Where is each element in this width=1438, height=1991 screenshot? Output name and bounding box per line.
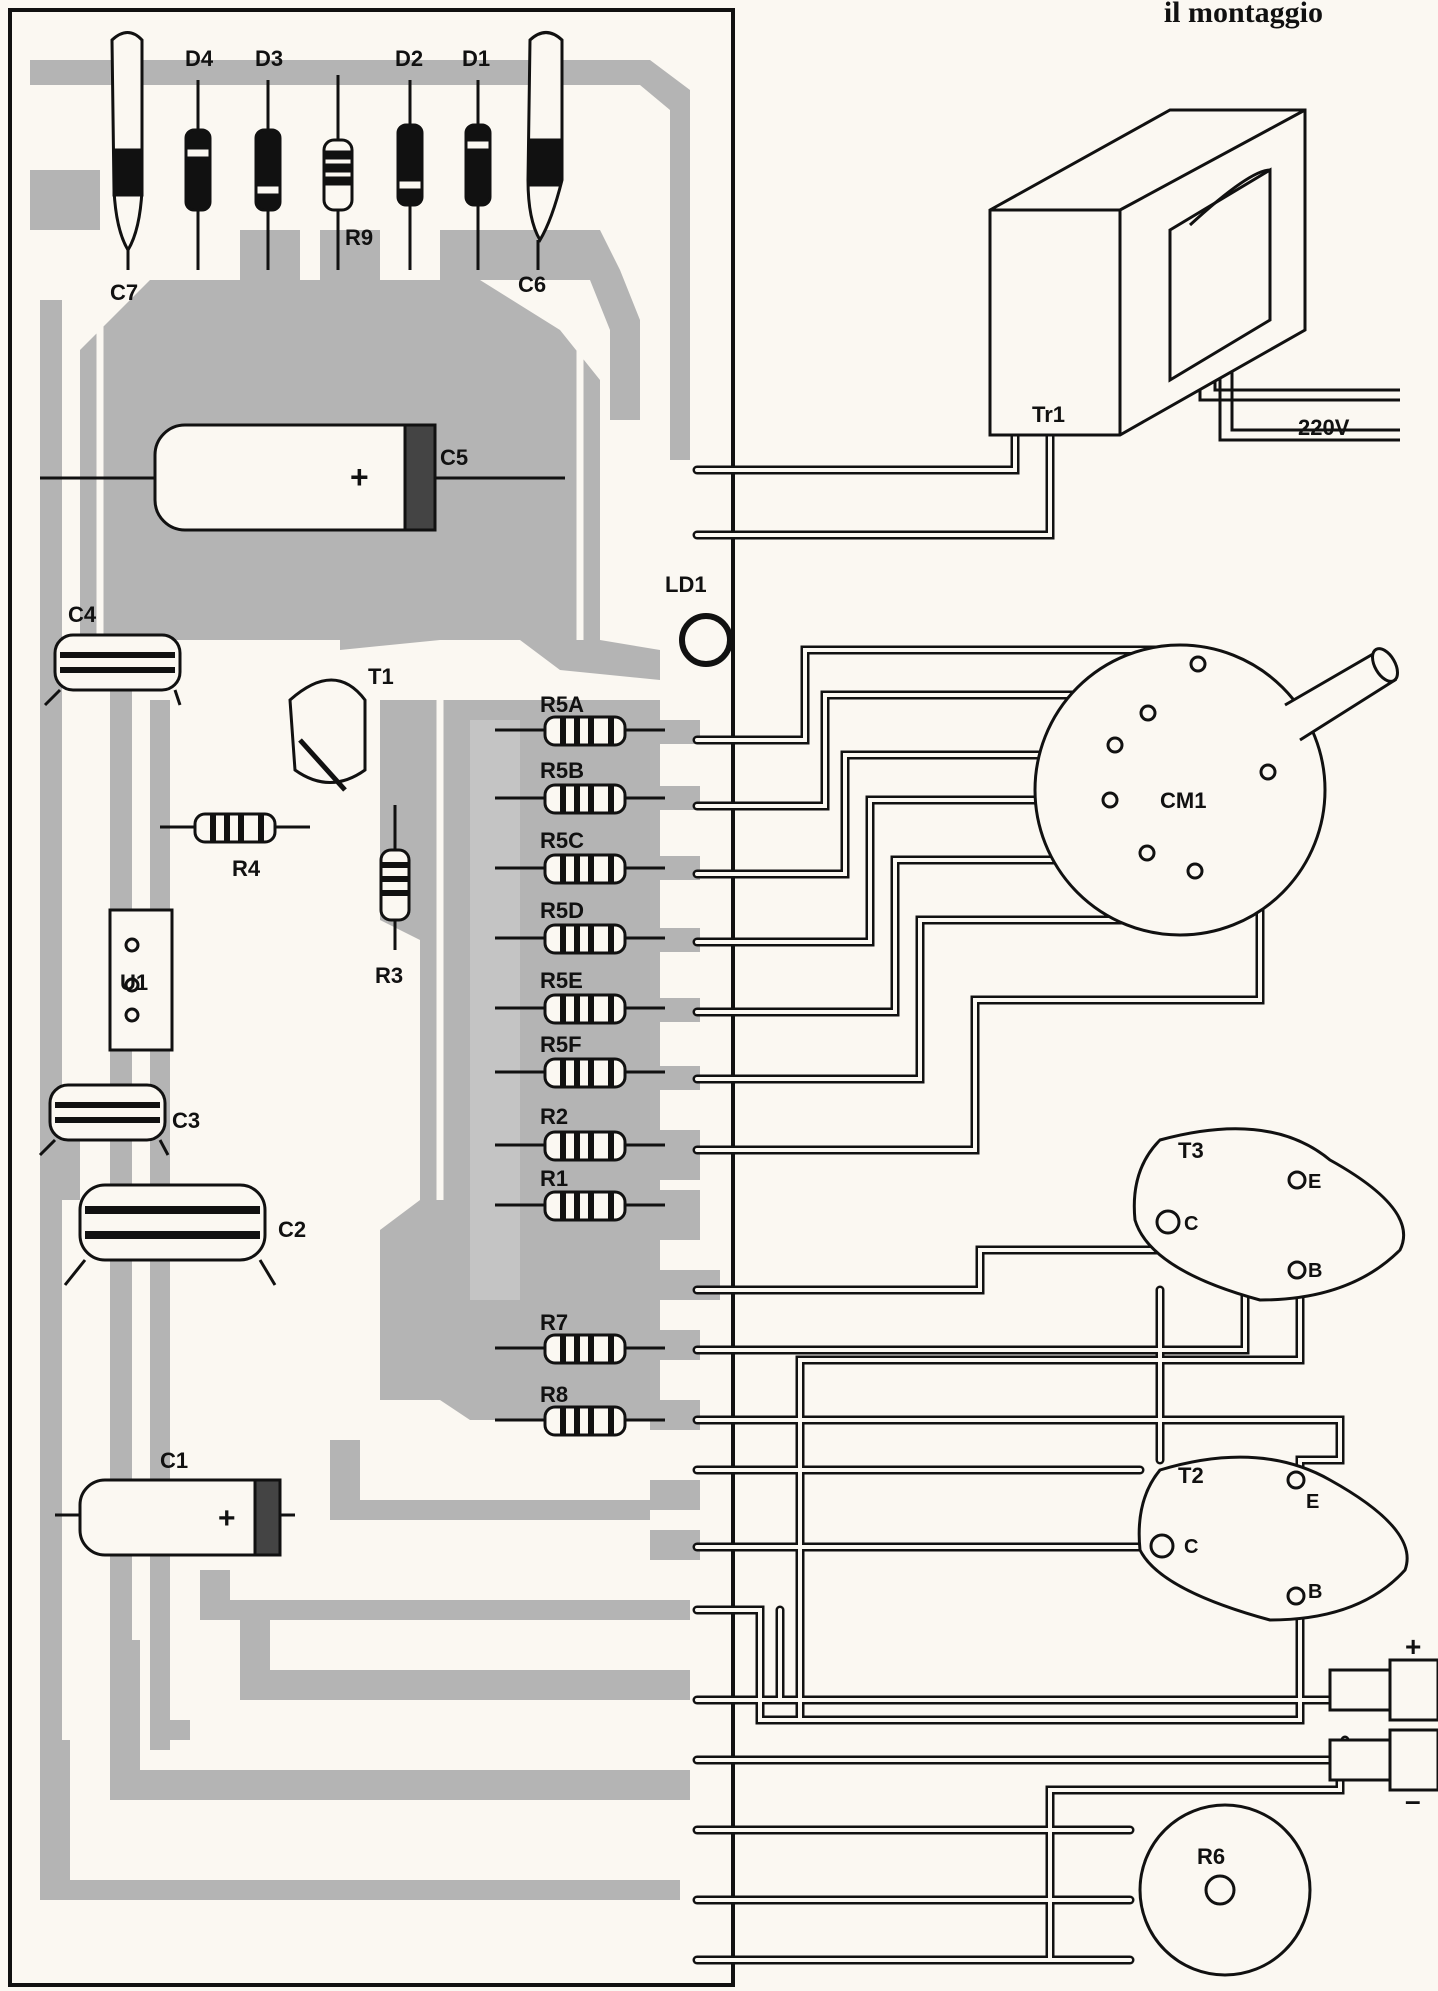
label-r1: R1 <box>540 1166 568 1191</box>
label-r3: R3 <box>375 963 403 988</box>
capacitor-c5 <box>40 423 565 532</box>
label-t2-collector: C <box>1184 1536 1198 1558</box>
label-c2: C2 <box>278 1217 306 1242</box>
transistor-t2 <box>1137 1455 1409 1622</box>
transistor-t1 <box>288 678 367 792</box>
label-c1-polarity: + <box>218 1502 236 1535</box>
transistor-t3 <box>1132 1127 1406 1302</box>
label-t3-collector: C <box>1184 1213 1198 1235</box>
diodes-top <box>184 80 492 270</box>
label-battery-plus: + <box>1405 1631 1421 1662</box>
label-c4: C4 <box>68 602 97 627</box>
capacitor-c2 <box>63 1183 277 1286</box>
label-c5: C5 <box>440 445 468 470</box>
component-labels: C7 D4 D3 R9 D2 D1 C6 C5 + LD1 C4 T1 R4 R… <box>68 46 1421 1869</box>
label-c3: C3 <box>172 1108 200 1133</box>
label-t3-base: B <box>1308 1260 1322 1282</box>
battery-terminals <box>1328 1658 1438 1792</box>
label-t3-emitter: E <box>1308 1171 1321 1193</box>
label-tr1: Tr1 <box>1032 402 1065 427</box>
label-r5d: R5D <box>540 898 584 923</box>
regulator-u1 <box>108 908 174 1052</box>
capacitor-c6 <box>526 31 564 270</box>
capacitor-c1 <box>55 1478 295 1557</box>
label-r5a: R5A <box>540 692 584 717</box>
label-c7: C7 <box>110 280 138 305</box>
capacitor-c4 <box>43 633 182 707</box>
label-d4: D4 <box>185 46 214 71</box>
label-r7: R7 <box>540 1310 568 1335</box>
resistor-bands <box>210 717 614 1435</box>
resistor-r9 <box>322 75 354 270</box>
led-ld1 <box>679 613 733 667</box>
label-t1: T1 <box>368 664 394 689</box>
page-title: il montaggio <box>1163 0 1323 29</box>
capacitor-c3 <box>38 1083 170 1157</box>
label-t2: T2 <box>1178 1463 1204 1488</box>
label-u1: U1 <box>120 970 148 995</box>
label-r6: R6 <box>1197 1844 1225 1869</box>
label-r9: R9 <box>345 225 373 250</box>
label-ld1: LD1 <box>665 572 707 597</box>
label-t2-emitter: E <box>1306 1491 1319 1513</box>
potentiometer-r6 <box>1138 1803 1312 1977</box>
label-t2-base: B <box>1308 1581 1322 1603</box>
label-r5c: R5C <box>540 828 584 853</box>
label-r2: R2 <box>540 1104 568 1129</box>
label-t3: T3 <box>1178 1138 1204 1163</box>
label-c6: C6 <box>518 272 546 297</box>
track-gaps <box>96 300 584 1580</box>
rotary-switch-cm1 <box>1033 643 1399 937</box>
label-r5b: R5B <box>540 758 584 783</box>
label-r8: R8 <box>540 1382 568 1407</box>
capacitor-c7 <box>110 31 144 270</box>
label-d1: D1 <box>462 46 490 71</box>
label-cm1: CM1 <box>1160 788 1206 813</box>
label-c1: C1 <box>160 1448 188 1473</box>
label-r4: R4 <box>232 856 261 881</box>
transformer-tr1 <box>988 108 1307 437</box>
label-c5-polarity: + <box>350 459 369 495</box>
label-r5e: R5E <box>540 968 583 993</box>
label-battery-minus: – <box>1405 1785 1421 1816</box>
label-d3: D3 <box>255 46 283 71</box>
label-d2: D2 <box>395 46 423 71</box>
label-r5f: R5F <box>540 1032 582 1057</box>
label-mains: 220V <box>1298 415 1350 440</box>
